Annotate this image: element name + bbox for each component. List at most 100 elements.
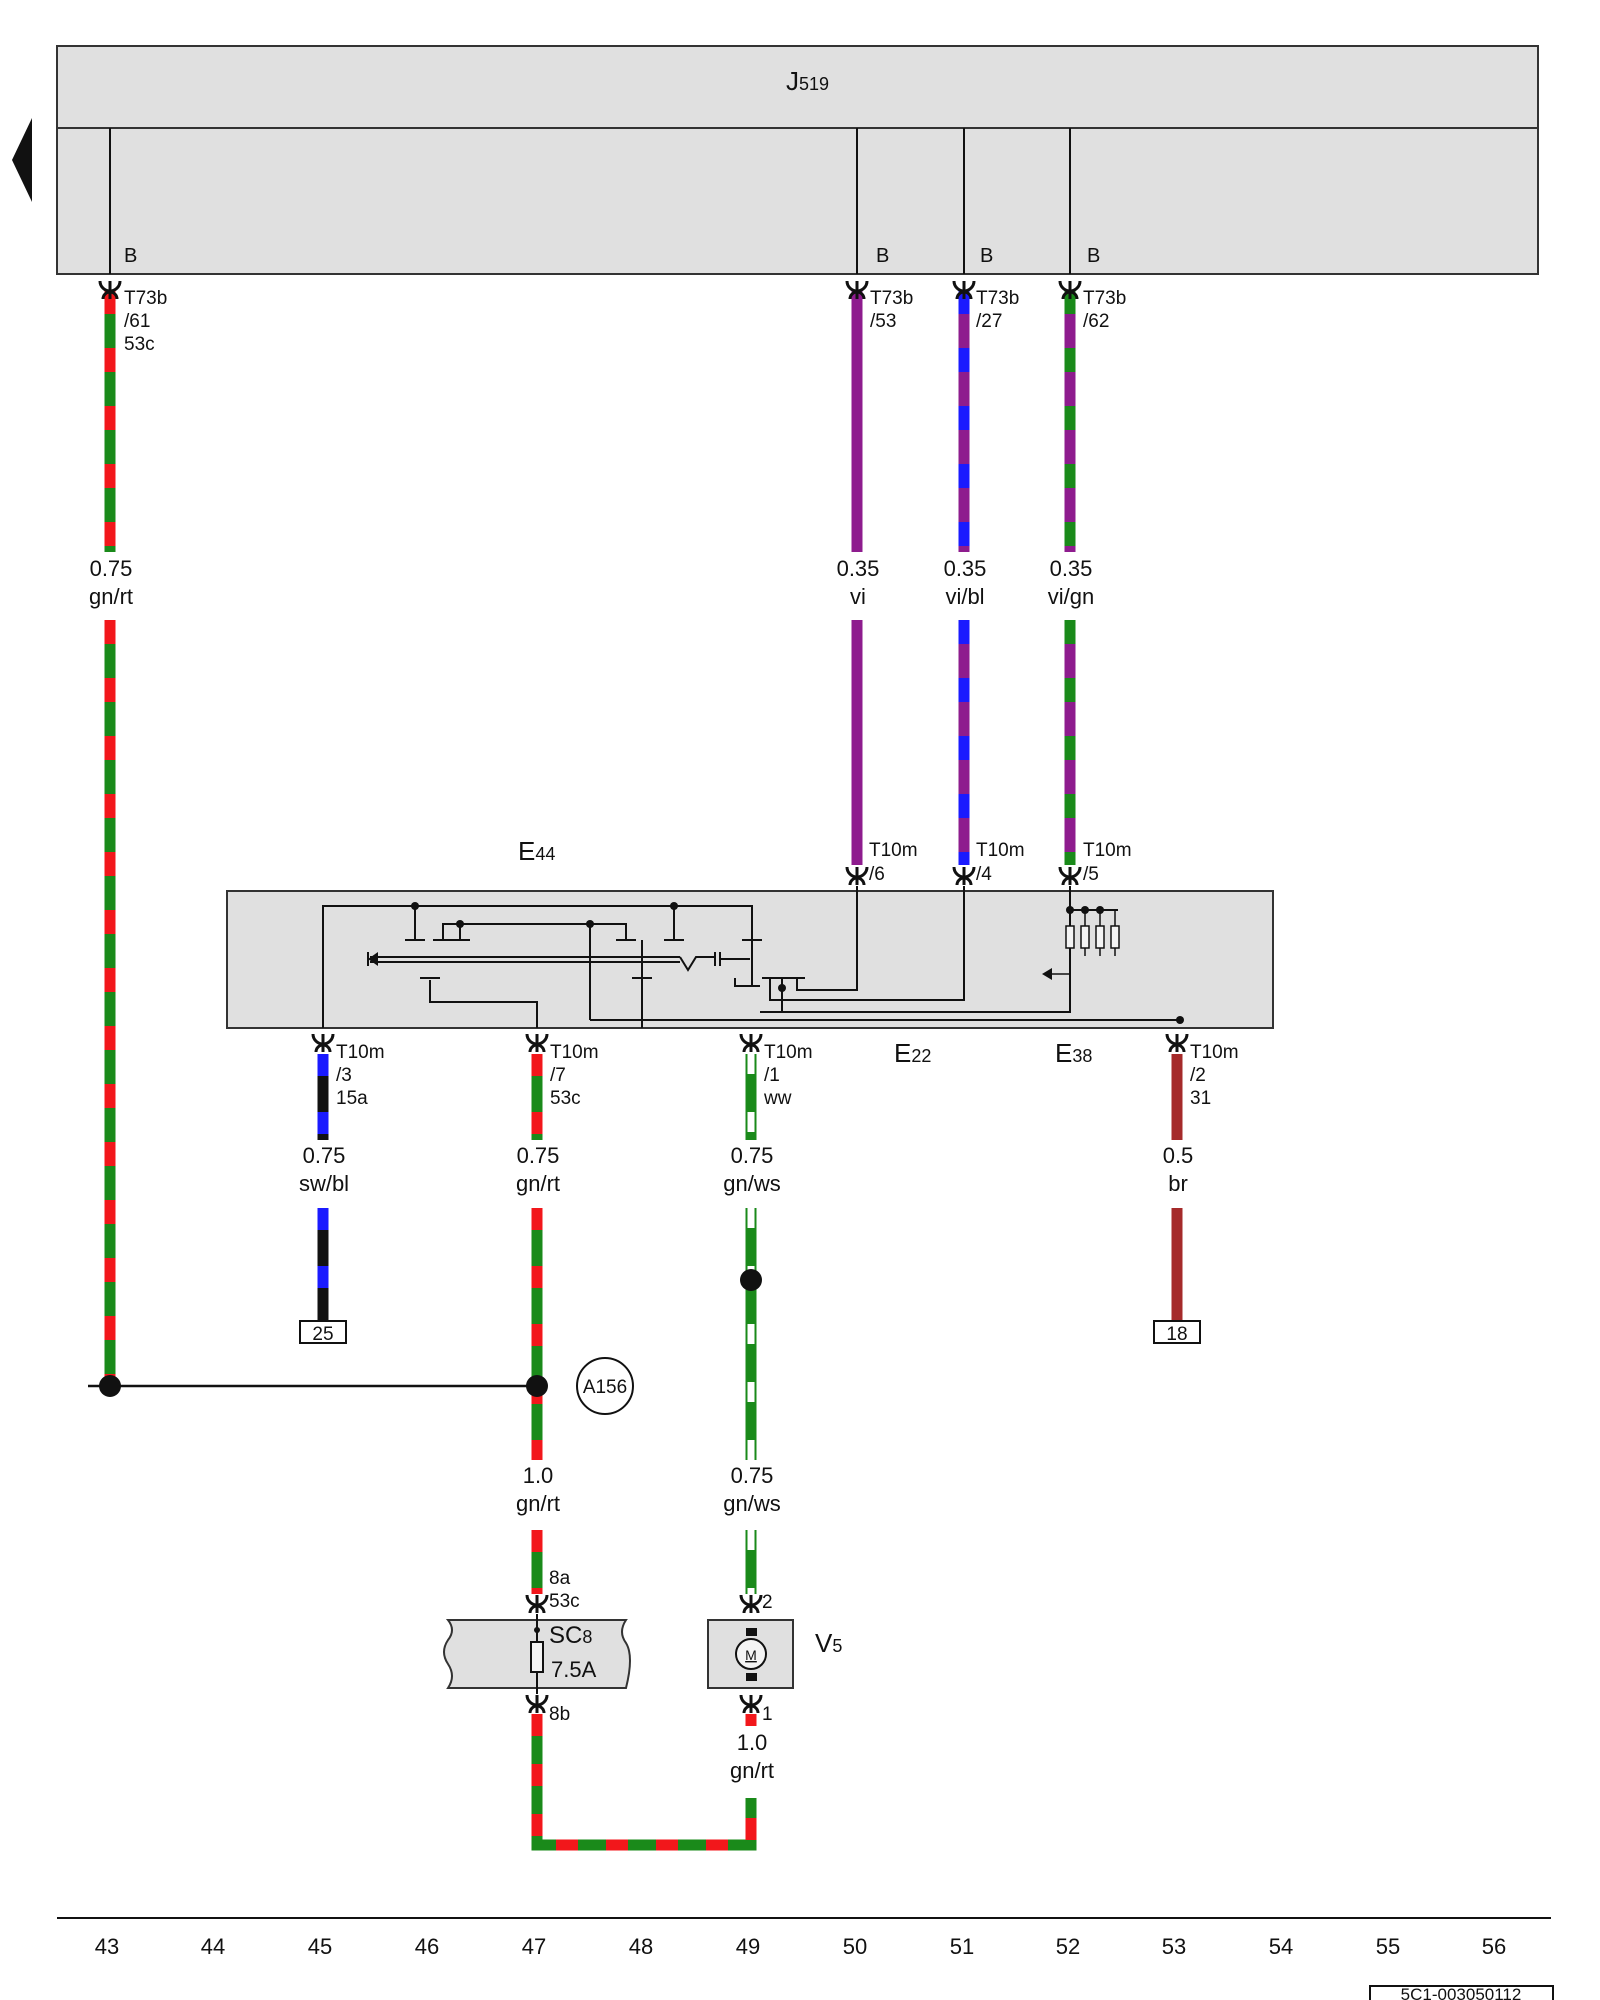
wire-49-lower-size: 0.75 <box>731 1463 774 1488</box>
column-number: 47 <box>522 1934 546 1959</box>
wire-51-color: vi/bl <box>945 584 984 609</box>
j519-pin-b-51: B <box>980 245 993 267</box>
wire-43-size: 0.75 <box>90 556 133 581</box>
wire-v5-size: 1.0 <box>737 1730 768 1755</box>
sc8-rating: 7.5A <box>551 1657 597 1682</box>
column-number: 48 <box>629 1934 653 1959</box>
column-number: 53 <box>1162 1934 1186 1959</box>
column-number: 55 <box>1376 1934 1400 1959</box>
t73b-27-connector-icon <box>952 279 976 301</box>
v5-pin-2-connector-icon <box>739 1593 763 1615</box>
wire-47-lower-color: gn/rt <box>516 1491 560 1516</box>
wire-47-color: gn/rt <box>516 1171 560 1196</box>
sc8-fuse-holder <box>443 1614 631 1694</box>
t73b-62-connector-icon <box>1058 279 1082 301</box>
t10m-7-connector-icon <box>525 1032 549 1054</box>
wire-53-size: 0.5 <box>1163 1143 1194 1168</box>
t10m-4-label: T10m <box>976 840 1025 861</box>
wire-43-color: gn/rt <box>89 584 133 609</box>
t10m-4-pin: /4 <box>976 864 992 885</box>
column-number: 45 <box>308 1934 332 1959</box>
j519-pin-b-43: B <box>124 245 137 267</box>
column-number: 54 <box>1269 1934 1293 1959</box>
column-number: 44 <box>201 1934 225 1959</box>
e22-label: E22 <box>894 1038 931 1068</box>
ground-ref-18-box <box>1153 1320 1201 1344</box>
wire-45-size: 0.75 <box>303 1143 346 1168</box>
t73b-61-label: T73b <box>124 288 167 309</box>
wire-v5-color: gn/rt <box>730 1758 774 1783</box>
junction-47 <box>526 1375 548 1397</box>
t10m-3-term: 15a <box>336 1088 368 1109</box>
t10m-6-connector-icon <box>845 865 869 887</box>
ground-ref-25-box <box>299 1320 347 1344</box>
splice-49 <box>740 1269 762 1291</box>
wire-bottom-loop <box>531 1714 757 1851</box>
column-number: 43 <box>95 1934 119 1959</box>
sc8-pin-8a: 8a <box>549 1568 571 1589</box>
column-number: 46 <box>415 1934 439 1959</box>
wire-45-color: sw/bl <box>299 1171 349 1196</box>
column-number: 50 <box>843 1934 867 1959</box>
j519-pin-b-50: B <box>876 245 889 267</box>
diagram-code-box <box>1369 1985 1554 2000</box>
t10m-3-label: T10m <box>336 1042 385 1063</box>
column-number: 52 <box>1056 1934 1080 1959</box>
column-number: 56 <box>1482 1934 1506 1959</box>
t10m-2-pin: /2 <box>1190 1065 1206 1086</box>
wire-52-size: 0.35 <box>1050 556 1093 581</box>
t73b-53-pin: /53 <box>870 311 896 332</box>
sc8-pin-8b: 8b <box>549 1704 570 1725</box>
t10m-1-connector-icon <box>739 1032 763 1054</box>
a156-label: A156 <box>583 1377 627 1398</box>
e44-label: E44 <box>518 836 555 866</box>
wire-50-color: vi <box>850 584 866 609</box>
t10m-7-label: T10m <box>550 1042 599 1063</box>
t73b-61-connector-icon <box>98 279 122 301</box>
junction-43 <box>99 1375 121 1397</box>
wire-49-size: 0.75 <box>731 1143 774 1168</box>
t10m-4-connector-icon <box>952 865 976 887</box>
v5-pin-1: 1 <box>762 1704 773 1725</box>
t73b-61-pin: /61 <box>124 311 150 332</box>
t10m-5-pin: /5 <box>1083 864 1099 885</box>
t10m-6-pin: /6 <box>869 864 885 885</box>
wire-51-size: 0.35 <box>944 556 987 581</box>
t73b-27-pin: /27 <box>976 311 1002 332</box>
t10m-1-label: T10m <box>764 1042 813 1063</box>
ground-ref-25: 25 <box>312 1324 333 1345</box>
t73b-61-term: 53c <box>124 334 155 355</box>
t10m-6-label: T10m <box>869 840 918 861</box>
t10m-3-pin: /3 <box>336 1065 352 1086</box>
wire-47-size: 0.75 <box>517 1143 560 1168</box>
j519-pin-b-52: B <box>1087 245 1100 267</box>
t10m-5-connector-icon <box>1058 865 1082 887</box>
a156-marker <box>576 1357 634 1415</box>
v5-pin-2: 2 <box>762 1592 773 1613</box>
v5-washer-pump <box>707 1619 794 1689</box>
sc8-term-53c: 53c <box>549 1591 580 1612</box>
wire-49-color: gn/ws <box>723 1171 780 1196</box>
wire-49-lower-color: gn/ws <box>723 1491 780 1516</box>
t73b-62-label: T73b <box>1083 288 1126 309</box>
v5-pin-1-connector-icon <box>739 1693 763 1715</box>
t10m-7-term: 53c <box>550 1088 581 1109</box>
back-arrow-icon[interactable] <box>12 118 32 202</box>
t10m-2-term: 31 <box>1190 1088 1211 1109</box>
column-number: 51 <box>950 1934 974 1959</box>
j519-label: J519 <box>786 66 829 96</box>
j519-control-unit: J519 B B B B <box>56 45 1539 275</box>
t73b-62-pin: /62 <box>1083 311 1109 332</box>
e44-switch-module <box>226 886 1274 1029</box>
sc8-label: SC8 <box>549 1622 592 1649</box>
diagram-code: 5C1-003050112 <box>1401 1985 1522 2000</box>
t10m-1-pin: /1 <box>764 1065 780 1086</box>
wire-52-color: vi/gn <box>1048 584 1094 609</box>
t10m-5-label: T10m <box>1083 840 1132 861</box>
wire-47-lower-size: 1.0 <box>523 1463 554 1488</box>
t10m-3-connector-icon <box>311 1032 335 1054</box>
e38-label: E38 <box>1055 1038 1092 1068</box>
t10m-1-term: ww <box>763 1088 792 1109</box>
v5-label: V5 <box>815 1628 842 1658</box>
